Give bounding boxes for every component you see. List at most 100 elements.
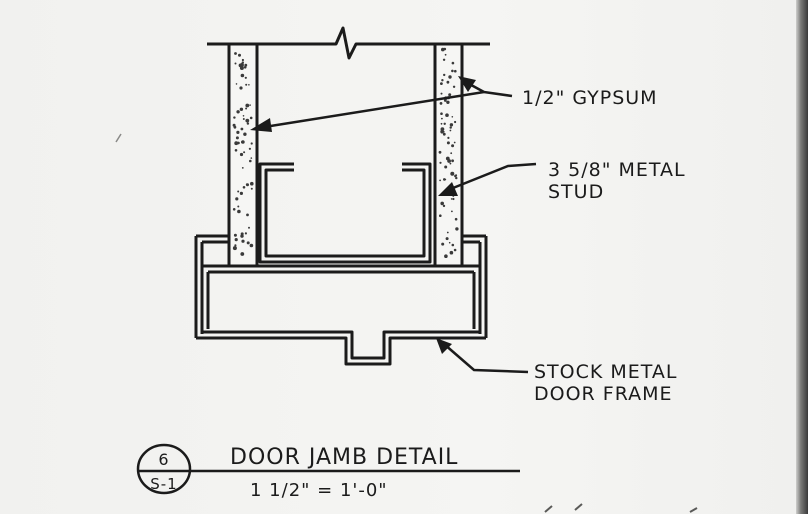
stipple-dot [249, 104, 251, 106]
stipple-dot [240, 73, 245, 78]
door-frame-body [202, 264, 480, 329]
stipple-dot [237, 209, 241, 214]
stipple-dot [242, 115, 245, 117]
stipple-dot [241, 167, 244, 169]
stipple-dot [235, 136, 239, 140]
detail-scale: 1 1/2" = 1'-0" [250, 480, 388, 501]
stipple-dot [248, 147, 251, 150]
stud-label-line2: STUD [548, 181, 604, 203]
stipple-dot [443, 99, 447, 102]
stipple-dot [441, 117, 443, 120]
stud-leader-line [447, 162, 537, 192]
stipple-dot [446, 80, 450, 84]
frame-label-line2: DOOR FRAME [534, 383, 673, 405]
stipple-dot [450, 171, 455, 176]
door-frame-left-return [194, 234, 229, 338]
stipple-dot [449, 123, 454, 127]
stipple-dot [445, 113, 449, 117]
stipple-dot [440, 92, 443, 95]
stipple-dot [239, 107, 244, 112]
stud-label-line1: 3 5/8" METAL [548, 159, 686, 181]
stipple-dot [439, 214, 442, 217]
stipple-dot [234, 238, 238, 242]
stipple-dot [439, 161, 442, 164]
stipple-dot [446, 141, 450, 145]
stipple-dot [250, 142, 253, 145]
stipple-dot [444, 165, 448, 169]
door-frame-stop [196, 330, 486, 366]
stipple-dot [451, 69, 454, 73]
metal-stud [258, 162, 432, 264]
frame-leader-line [443, 343, 529, 374]
stipple-dot [248, 84, 250, 86]
stipple-dot [239, 191, 243, 195]
stipple-dot [245, 83, 248, 86]
stipple-dot [446, 100, 450, 105]
stipple-dot [449, 126, 452, 129]
detail-number: 6 [158, 450, 169, 469]
stipple-dot [444, 53, 447, 56]
stipple-dot [233, 116, 236, 119]
stipple-dot [446, 231, 449, 234]
stipple-dot [440, 122, 443, 125]
stipple-dot [246, 122, 250, 125]
stipple-dot [241, 58, 244, 62]
stipple-dot [244, 232, 247, 235]
stipple-dot [232, 208, 236, 211]
stipple-dot [454, 69, 457, 73]
stipple-dot [451, 144, 455, 148]
stipple-dot [236, 110, 240, 114]
stipple-dot [233, 233, 237, 237]
stipple-dot [451, 61, 455, 65]
stipple-dot [439, 179, 441, 182]
stipple-dot [447, 136, 450, 139]
stipple-dot [248, 226, 250, 229]
stipple-dot [249, 159, 252, 163]
stipple-dot [237, 190, 240, 193]
stipple-dot [449, 129, 452, 132]
stipple-dot [240, 252, 245, 256]
stipple-dot [453, 248, 457, 252]
stipple-dot [233, 125, 237, 129]
stipple-dot [237, 205, 240, 208]
sheet-number: S-1 [150, 475, 177, 493]
stipple-dot [239, 86, 243, 90]
stipple-dot [440, 112, 443, 115]
stipple-dot [442, 58, 446, 61]
stipple-dot [234, 62, 237, 65]
stipple-dot [440, 82, 443, 85]
stipple-dot [250, 187, 253, 190]
stipple-dot [451, 210, 453, 213]
stipple-dot [448, 93, 452, 97]
stipple-dot [240, 127, 244, 131]
stipple-dot [452, 197, 455, 201]
gypsum-leader-line [257, 78, 513, 130]
stipple-dot [443, 47, 447, 51]
stipple-dot [439, 102, 443, 105]
stipple-dot [455, 174, 458, 177]
stipple-dot [449, 162, 452, 165]
stipple-dot [443, 122, 446, 126]
stipple-dot [250, 157, 253, 159]
detail-title: DOOR JAMB DETAIL [230, 445, 458, 470]
stipple-dot [245, 103, 250, 108]
stipple-dot [445, 237, 449, 241]
stipple-dot [443, 178, 446, 181]
stipple-dot [234, 52, 237, 55]
stipple-dot [450, 198, 453, 200]
stipple-dot [454, 120, 457, 124]
stipple-dot [245, 107, 248, 110]
gypsum-label: 1/2" GYPSUM [522, 87, 658, 109]
stipple-dot [234, 149, 238, 152]
stipple-dot [241, 239, 245, 243]
stipple-dot [246, 213, 249, 217]
stipple-dot [245, 118, 250, 123]
stipple-dot [239, 63, 244, 67]
stipple-dot [239, 152, 244, 157]
stipple-dot [442, 204, 446, 208]
stipple-dot [240, 234, 244, 238]
stipple-dot [250, 181, 254, 186]
stipple-dot [450, 152, 453, 155]
stipple-dot [448, 241, 451, 244]
